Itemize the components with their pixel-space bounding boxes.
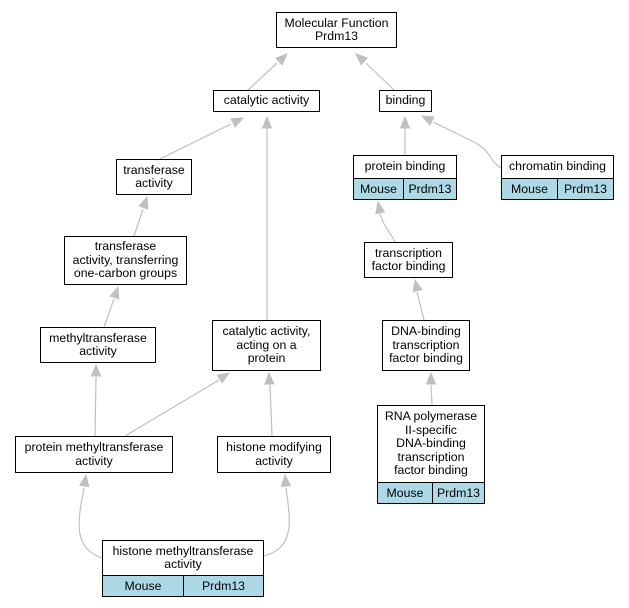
node-chromatin-binding[interactable]: chromatin binding [501, 155, 614, 179]
node-transferase-activity[interactable]: transferase activity [116, 159, 192, 195]
annotation-gene: Prdm13 [557, 178, 614, 200]
edge-methyl-to-one-carbon [103, 298, 115, 328]
node-protein-methyltransferase[interactable]: protein methyltransferase activity [15, 436, 173, 473]
edge-catalytic-to-root-arrowhead [275, 53, 288, 66]
node-transcription-factor-binding[interactable]: transcription factor binding [364, 242, 453, 278]
edge-histmeth-to-protmethyl-arrowhead [79, 473, 90, 488]
edge-catalytic-to-root [247, 62, 278, 91]
edge-transferase-to-catalytic [159, 123, 232, 160]
annotation-species: Mouse [353, 178, 404, 200]
annotation-gene: Prdm13 [403, 178, 457, 200]
edge-histmeth-to-protmethyl [78, 487, 103, 559]
edge-protmethyl-to-catprot [124, 379, 220, 437]
edge-one-carbon-to-transferase [133, 208, 144, 237]
edge-tf-to-protein-binding [379, 213, 396, 243]
node-catalytic-activity[interactable]: catalytic activity [213, 90, 320, 112]
node-molecular-function[interactable]: Molecular Function Prdm13 [276, 12, 397, 48]
edge-protmethyl-to-methyl-arrowhead [90, 363, 102, 377]
node-histone-modifying[interactable]: histone modifying activity [217, 436, 331, 473]
edge-chromatin-to-binding-arrowhead [420, 115, 435, 126]
edge-protein-binding-to-binding-arrowhead [399, 115, 411, 129]
node-binding[interactable]: binding [379, 90, 432, 112]
node-methyltransferase-activity[interactable]: methyltransferase activity [40, 327, 156, 363]
edge-transferase-to-catalytic-arrowhead [230, 117, 245, 128]
edge-rna-to-dna-arrowhead [425, 371, 437, 385]
edge-catalytic-protein-to-catalytic-arrowhead [261, 115, 273, 129]
annotation-gene: Prdm13 [432, 482, 485, 504]
node-histone-methyltransferase[interactable]: histone methyltransferase activity [102, 540, 264, 576]
node-catalytic-protein[interactable]: catalytic activity, acting on a protein [212, 320, 321, 371]
edge-tf-to-protein-binding-arrowhead [375, 200, 386, 215]
edge-binding-to-root-arrowhead [355, 53, 369, 66]
edge-histmod-to-catprot-arrowhead [264, 371, 275, 385]
edge-dna-to-tf [416, 291, 425, 321]
edge-rna-to-dna [430, 384, 433, 406]
edge-histmod-to-catprot [269, 384, 273, 437]
edge-one-carbon-to-transferase-arrowhead [138, 195, 149, 210]
edge-chromatin-to-binding [432, 121, 502, 169]
edge-protmethyl-to-methyl [94, 376, 97, 437]
edge-protmethyl-to-catprot-arrowhead [216, 372, 231, 384]
edge-dna-to-tf-arrowhead [412, 278, 423, 293]
edge-binding-to-root [365, 62, 395, 91]
annotation-species: Mouse [501, 178, 558, 200]
edge-methyl-to-one-carbon-arrowhead [109, 285, 120, 300]
node-transferase-one-carbon[interactable]: transferase activity, transferring one-c… [64, 236, 187, 285]
edge-histmeth-to-histmod-arrowhead [280, 473, 292, 487]
node-dna-binding-tf-binding[interactable]: DNA-binding transcription factor binding [382, 320, 470, 371]
annotation-species: Mouse [377, 482, 433, 504]
annotation-species: Mouse [102, 575, 184, 597]
node-rna-polymerase-ii[interactable]: RNA polymerase II-specific DNA-binding t… [377, 405, 485, 483]
annotation-gene: Prdm13 [183, 575, 264, 597]
edge-histmeth-to-histmod [263, 487, 290, 557]
node-protein-binding[interactable]: protein binding [353, 155, 457, 179]
